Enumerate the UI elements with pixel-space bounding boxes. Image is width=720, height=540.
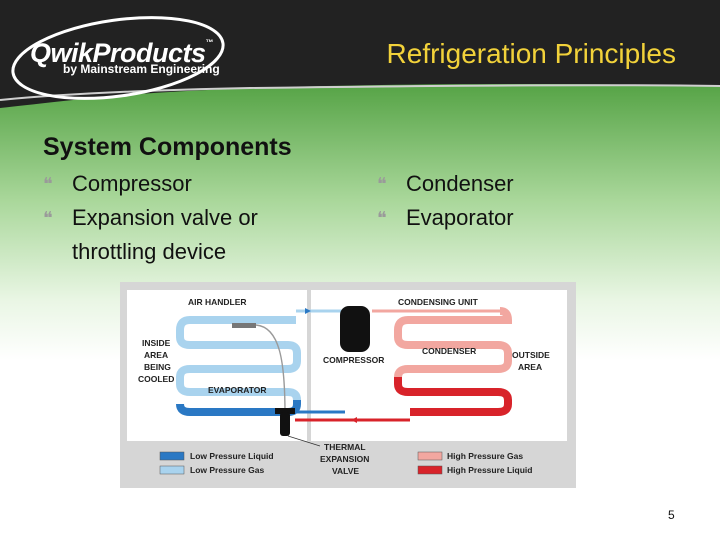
evaporator-label: EVAPORATOR: [208, 385, 267, 395]
deck-title: Refrigeration Principles: [386, 38, 676, 69]
condensing-unit-label: CONDENSING UNIT: [398, 297, 479, 307]
legend-swatch-low-pressure-liquid: [159, 451, 185, 461]
right-bullet-list: ❝ Condenser ❝ Evaporator: [377, 167, 637, 235]
condenser-label: CONDENSER: [422, 346, 476, 356]
bullet-text: Condenser: [406, 171, 514, 196]
bullet-quote-icon: ❝: [43, 174, 53, 194]
svg-text:VALVE: VALVE: [332, 466, 359, 476]
list-item: ❝ Compressor: [43, 167, 343, 201]
valve-callout-line: [287, 435, 321, 447]
thermal-expansion-valve-label: THERMAL: [324, 442, 366, 452]
legend-swatch-high-pressure-gas: [417, 451, 443, 461]
legend-swatch-low-pressure-gas: [159, 465, 185, 475]
inside-area-label: INSIDE: [142, 338, 171, 348]
arrow-left-icon: [351, 417, 357, 423]
expansion-valve-icon: [275, 408, 295, 414]
compressor-label: COMPRESSOR: [323, 355, 384, 365]
bullet-quote-icon: ❝: [43, 208, 53, 228]
header-banner: [0, 0, 720, 108]
legend-low-pressure-gas: Low Pressure Gas: [190, 465, 264, 475]
legend-high-pressure-gas: High Pressure Gas: [447, 451, 523, 461]
svg-text:EXPANSION: EXPANSION: [320, 454, 369, 464]
bullet-quote-icon: ❝: [377, 208, 387, 228]
logo-subtitle: by Mainstream Engineering: [63, 62, 220, 76]
bullet-text: Evaporator: [406, 205, 514, 230]
sensing-bulb: [232, 323, 256, 328]
evaporator-coil-gas: [176, 316, 301, 401]
list-item: ❝ Expansion valve or throttling device: [43, 201, 343, 269]
svg-text:COOLED: COOLED: [138, 374, 174, 384]
logo-name: QwikProducts: [30, 38, 206, 68]
legend-low-pressure-liquid: Low Pressure Liquid: [190, 451, 274, 461]
bullet-quote-icon: ❝: [377, 174, 387, 194]
section-title: System Components: [43, 133, 292, 161]
bullet-text: Expansion valve or throttling device: [72, 205, 258, 264]
compressor-icon: [340, 306, 370, 352]
svg-text:BEING: BEING: [144, 362, 171, 372]
condenser-coil-gas: [394, 307, 513, 378]
svg-text:AREA: AREA: [144, 350, 168, 360]
list-item: ❝ Condenser: [377, 167, 637, 201]
logo-trademark: ™: [205, 38, 214, 47]
left-bullet-list: ❝ Compressor ❝ Expansion valve or throttli…: [43, 167, 343, 269]
capillary-tube: [255, 324, 286, 415]
legend-swatch-high-pressure-liquid: [417, 465, 443, 475]
air-handler-label: AIR HANDLER: [188, 297, 247, 307]
outside-area-label: OUTSIDE: [512, 350, 550, 360]
bullet-text: Compressor: [72, 171, 192, 196]
condenser-coil-liquid: [394, 377, 512, 416]
arrow-right-icon: [305, 308, 311, 314]
refrigeration-cycle-diagram: AIR HANDLER CONDENSING UNIT INSIDE AREA …: [120, 282, 576, 488]
page-number: 5: [668, 508, 675, 522]
svg-text:AREA: AREA: [518, 362, 542, 372]
logo-wordmark: QwikProducts™: [30, 38, 214, 69]
legend-high-pressure-liquid: High Pressure Liquid: [447, 465, 533, 475]
list-item: ❝ Evaporator: [377, 201, 637, 235]
